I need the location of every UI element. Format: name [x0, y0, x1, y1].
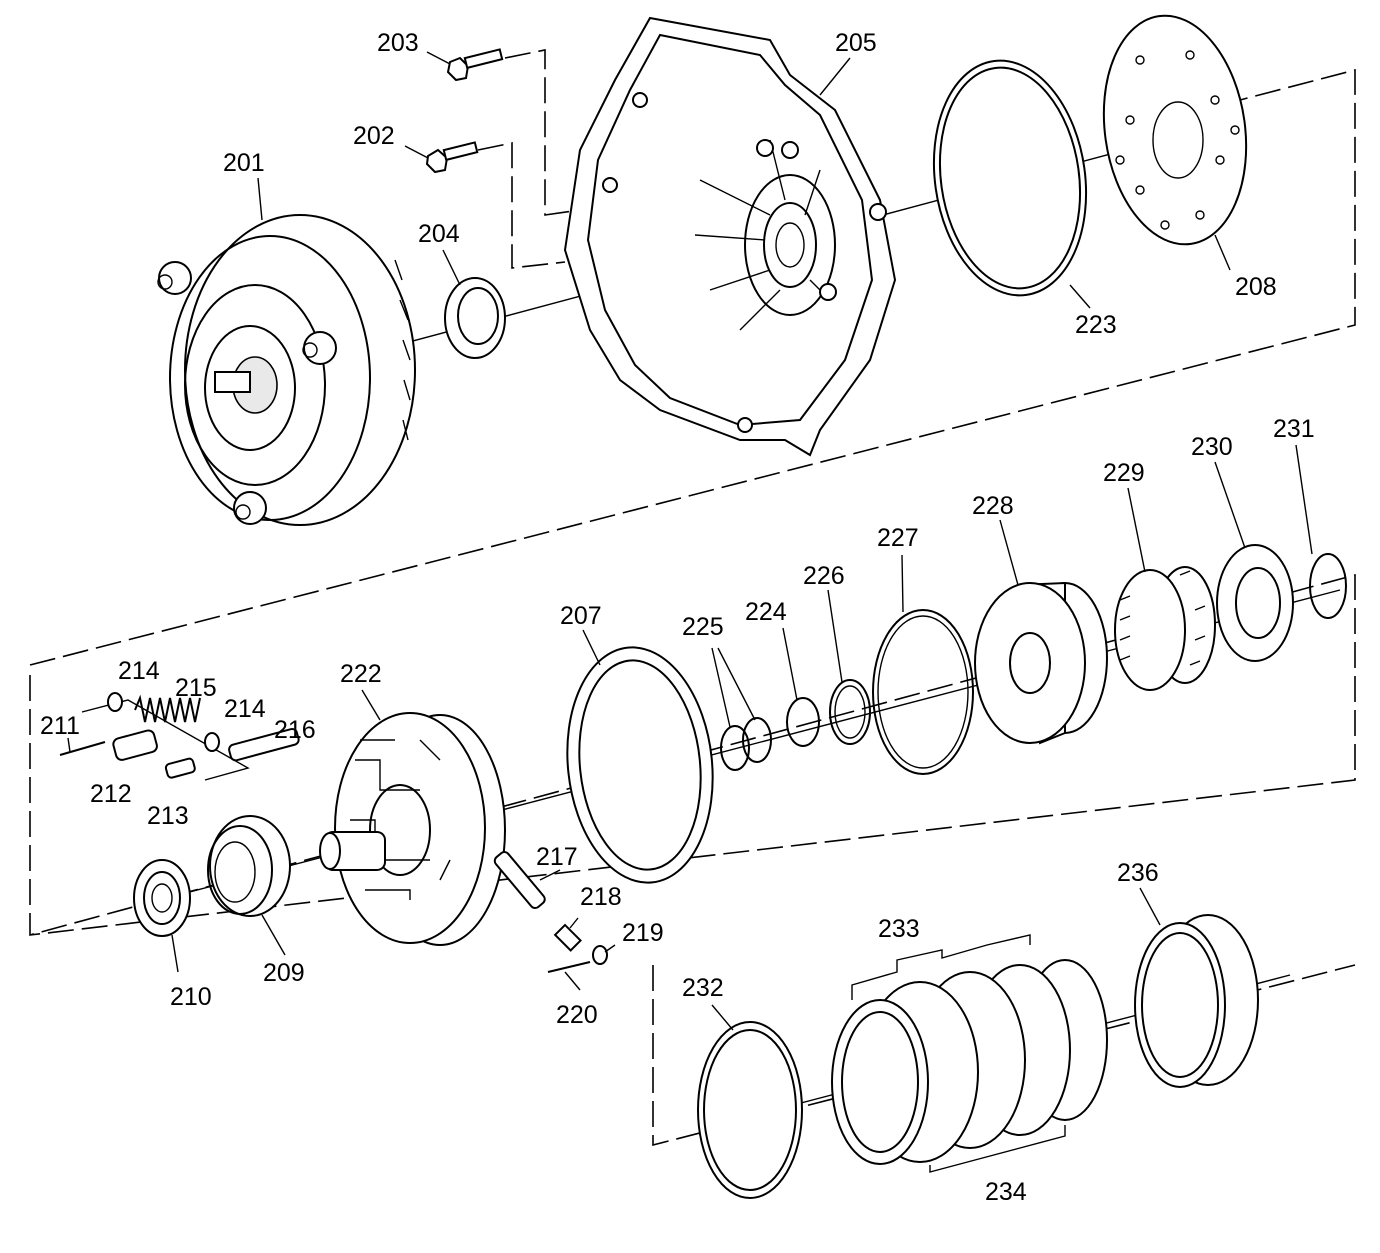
valve-group-bracket — [81, 699, 250, 781]
label-205: 205 — [835, 29, 877, 57]
label-230: 230 — [1191, 433, 1233, 461]
label-226: 226 — [803, 562, 845, 590]
valve-216 — [228, 728, 300, 762]
label-222: 222 — [340, 660, 382, 688]
pump-body-222 — [319, 712, 506, 946]
spring-215 — [134, 694, 201, 723]
label-207: 207 — [560, 602, 602, 630]
label-218: 218 — [580, 883, 622, 911]
label-216: 216 — [274, 716, 316, 744]
bolt-202-leader — [477, 142, 566, 269]
retainer-plate-230 — [1216, 544, 1294, 662]
lower-assembly-boundary — [652, 964, 1356, 1147]
label-204: 204 — [418, 220, 460, 248]
plug-219 — [592, 945, 608, 965]
spring-218 — [553, 923, 582, 952]
valve-217 — [493, 851, 546, 910]
label-224: 224 — [745, 598, 787, 626]
label-214-right: 214 — [224, 695, 266, 723]
clip-214-left — [107, 692, 123, 712]
ring-226 — [829, 679, 871, 745]
label-227: 227 — [877, 524, 919, 552]
label-212: 212 — [90, 780, 132, 808]
label-228: 228 — [972, 492, 1014, 520]
drum-236 — [1134, 914, 1259, 1088]
bolt-202 — [425, 141, 479, 174]
pump-rotor-209 — [207, 815, 291, 917]
snap-ring-224 — [786, 697, 820, 747]
gasket-207 — [566, 646, 714, 884]
leader-lines — [67, 51, 1313, 1031]
label-232: 232 — [682, 974, 724, 1002]
label-210: 210 — [170, 983, 212, 1011]
label-201: 201 — [223, 149, 265, 177]
pin-211 — [59, 741, 106, 756]
seal-rings-225 — [720, 717, 772, 771]
label-203: 203 — [377, 29, 419, 57]
clip-214-right — [204, 732, 220, 752]
label-213: 213 — [147, 802, 189, 830]
plate-232 — [697, 1021, 803, 1199]
label-219: 219 — [622, 919, 664, 947]
label-214-left: 214 — [118, 657, 160, 685]
label-225: 225 — [682, 613, 724, 641]
clutch-pack-229 — [1114, 566, 1216, 691]
label-220: 220 — [556, 1001, 598, 1029]
oring-223 — [932, 59, 1088, 297]
label-234: 234 — [985, 1178, 1027, 1206]
label-208: 208 — [1235, 273, 1277, 301]
label-202: 202 — [353, 122, 395, 150]
label-236: 236 — [1117, 859, 1159, 887]
clutch-plates-233-234 — [831, 959, 1108, 1165]
label-233: 233 — [878, 915, 920, 943]
bracket-234 — [929, 1125, 1066, 1173]
flexplate-208 — [1102, 14, 1248, 246]
label-211: 211 — [40, 712, 80, 740]
middle-assembly-boundary — [29, 573, 1356, 937]
label-229: 229 — [1103, 459, 1145, 487]
converter-housing-205 — [563, 16, 897, 457]
snap-ring-231 — [1309, 553, 1347, 619]
pin-220 — [547, 961, 591, 973]
label-217: 217 — [536, 843, 578, 871]
seal-204 — [444, 277, 506, 359]
label-209: 209 — [263, 959, 305, 987]
plug-213 — [164, 757, 196, 779]
oring-227 — [872, 609, 974, 775]
torque-converter-201 — [157, 214, 416, 526]
piston-housing-228 — [974, 581, 1108, 745]
label-223: 223 — [1075, 311, 1117, 339]
bracket-233 — [851, 934, 1031, 1000]
upper-assembly-boundary — [29, 68, 1356, 666]
callout-labels: 201 203 202 204 205 208 223 214 215 214 … — [40, 29, 1315, 1206]
bolt-203 — [446, 48, 504, 82]
bolt-203-leader — [504, 49, 581, 216]
valve-212 — [112, 729, 158, 761]
label-231: 231 — [1273, 415, 1315, 443]
pump-gear-210 — [133, 859, 191, 937]
label-215: 215 — [175, 674, 217, 702]
